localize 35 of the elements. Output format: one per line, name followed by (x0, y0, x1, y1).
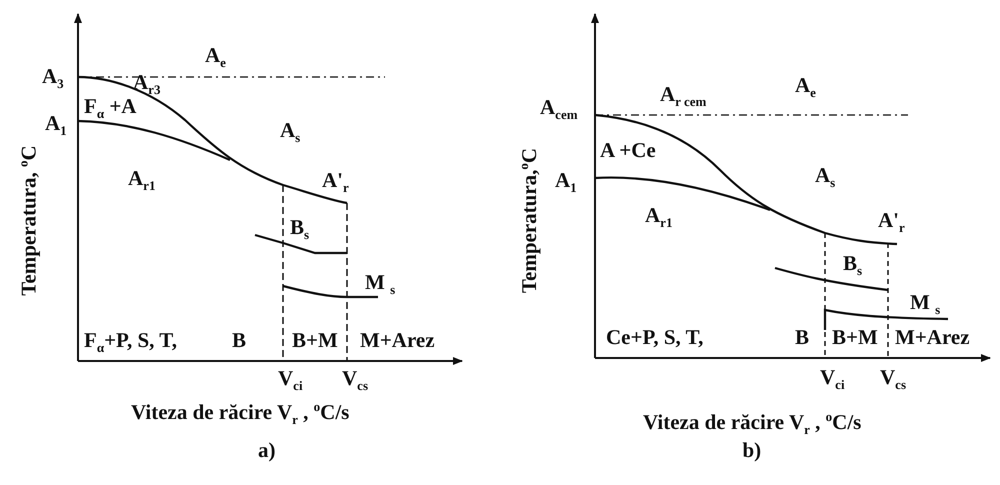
axis-title: Viteza de răcire V$_{r}$ , $^{o}$C/s (131, 400, 350, 426)
phase-label: B$_{s}$ (843, 253, 862, 278)
phase-label: B+M (832, 327, 878, 348)
temperature-label: A$_{1}$ (45, 113, 67, 138)
phase-label: F$_{α}$+P, S, T, (84, 330, 177, 354)
panel-label: b) (742, 440, 762, 461)
phase-label: F$_{α}$ +A (84, 96, 136, 120)
phase-label: M $_{s}$ (910, 292, 940, 316)
critical-rate-label: V$_{cs}$ (342, 368, 368, 392)
temperature-label: A$_{1}$ (555, 170, 577, 194)
critical-rate-label: V$_{ci}$ (278, 368, 303, 392)
phase-label: A$_{e}$ (795, 75, 816, 100)
temperature-label: A$_{cem}$ (540, 97, 578, 122)
temperature-label: A$_{3}$ (42, 66, 64, 90)
phase-label: A$_{r1}$ (645, 205, 672, 230)
critical-rate-label: V$_{cs}$ (880, 367, 906, 392)
critical-rate-label: V$_{ci}$ (820, 367, 845, 392)
phase-label: A +Ce (600, 140, 656, 161)
phase-label: B$_{s}$ (290, 217, 310, 242)
phase-label: A$_{s}$ (280, 120, 300, 144)
phase-label: Ce+P, S, T, (606, 327, 704, 348)
phase-label: A'$_{r}$ (878, 210, 905, 234)
panel-label: a) (258, 440, 276, 461)
phase-label: M $_{s}$ (365, 272, 396, 296)
phase-label: M+Arez (360, 330, 435, 351)
phase-label: M+Arez (895, 327, 970, 348)
phase-label: A$_{r cem}$ (660, 84, 706, 108)
phase-label: A$_{r1}$ (128, 168, 156, 192)
phase-label: B+M (292, 330, 338, 351)
phase-label: A$_{s}$ (815, 165, 836, 190)
phase-label: B (232, 330, 246, 351)
phase-label: A'$_{r}$ (322, 170, 349, 194)
phase-label: B (795, 327, 810, 348)
axis-title: Viteza de răcire V$_{r}$ , $^{o}$C/s (643, 410, 862, 436)
phase-label: A$_{e}$ (205, 45, 226, 70)
